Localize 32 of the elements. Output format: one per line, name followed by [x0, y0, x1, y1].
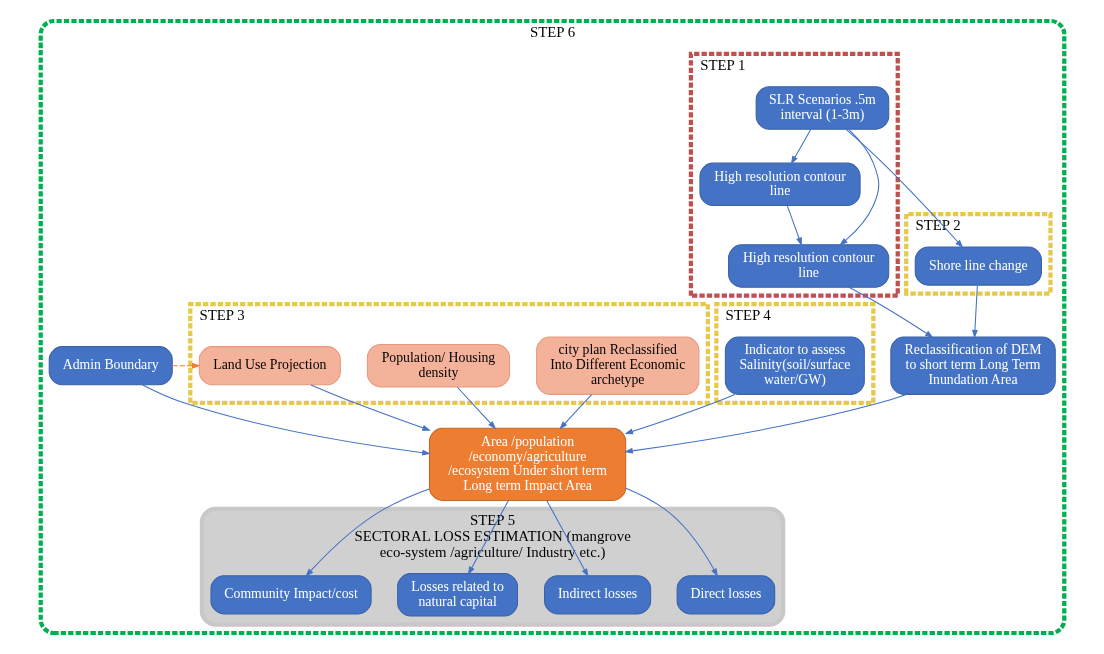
arrow — [467, 499, 509, 575]
node-box: Admin Boundary — [48, 346, 173, 386]
node-box: Indicator to assess Salinity(soil/surface water/GW) — [724, 336, 865, 395]
arrow — [847, 286, 934, 338]
arrow — [545, 499, 588, 578]
arrow — [304, 488, 430, 577]
node-box: Community Impact/cost — [209, 575, 372, 615]
node-box: Direct losses — [676, 575, 775, 615]
node-box: Losses related to natural capital — [396, 573, 518, 617]
node-box: Land Use Projection — [198, 346, 341, 386]
arrow — [171, 362, 201, 369]
arrow — [845, 128, 963, 249]
arrow — [456, 386, 496, 430]
arrow — [141, 384, 431, 456]
node-box: Reclassification of DEM to short term Long Term Inundation Area — [889, 336, 1056, 395]
arrow — [790, 128, 811, 165]
arrow — [786, 205, 802, 247]
arrow — [624, 393, 735, 435]
node-box: Shore line change — [914, 246, 1042, 286]
arrow — [558, 394, 592, 430]
node-box: SLR Scenarios .5m interval (1-3m) — [755, 86, 889, 130]
node-box: city plan Reclassified Into Different Economic archetype — [535, 336, 699, 395]
node-box: High resolution contour line — [698, 162, 861, 207]
node-box: Indirect losses — [543, 575, 651, 615]
arrow — [838, 128, 879, 246]
arrow — [310, 384, 431, 431]
arrow — [971, 284, 978, 339]
node-box: Population/ Housing density — [366, 343, 510, 388]
arrow — [624, 487, 718, 577]
node-box: High resolution contour line — [727, 244, 889, 288]
arrow — [623, 393, 907, 454]
node-box: Area /population /economy/agriculture /ecosystem Under short term Long term Impact Area — [428, 427, 626, 501]
